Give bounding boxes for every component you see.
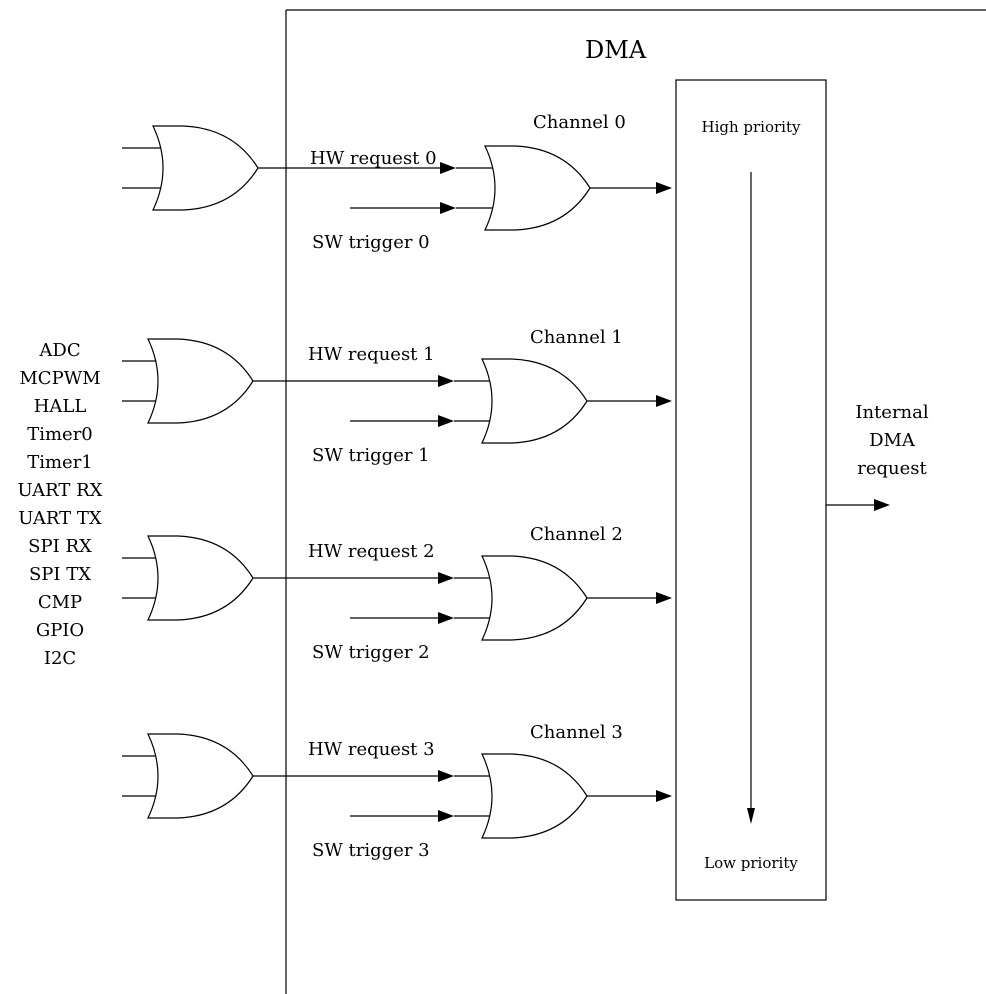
source-or-gate [147, 338, 254, 424]
sw-trigger-label: SW trigger 0 [312, 232, 430, 253]
priority-arrow-head [747, 808, 755, 824]
source-label: Timer1 [27, 452, 93, 473]
hw-request-label: HW request 2 [308, 541, 435, 562]
low-priority-label: Low priority [704, 854, 798, 872]
sw-trigger-label: SW trigger 3 [312, 840, 430, 861]
sw-trigger-arrow-head [440, 202, 456, 214]
high-priority-label: High priority [702, 118, 802, 136]
hw-request-label: HW request 0 [310, 148, 437, 169]
source-label: MCPWM [19, 368, 100, 389]
output-label-line-1: Internal [855, 402, 929, 423]
output-label-line-2: DMA [869, 430, 916, 451]
channel-label: Channel 1 [530, 327, 623, 348]
hw-request-arrow-head [440, 162, 456, 174]
channel-or-gate [484, 145, 591, 231]
hw-request-arrow-head [438, 770, 454, 782]
hw-request-arrow-head [438, 572, 454, 584]
output-arrow-head [874, 499, 890, 511]
sw-trigger-label: SW trigger 1 [312, 445, 430, 466]
source-label: CMP [38, 592, 82, 613]
source-label: UART RX [18, 480, 103, 501]
sw-trigger-arrow-head [438, 810, 454, 822]
channel-or-gate [481, 358, 588, 444]
hw-request-label: HW request 3 [308, 739, 435, 760]
output-label-line-3: request [857, 458, 927, 479]
channel-3: HW request 3 SW trigger 3 Channel 3 [122, 722, 672, 861]
source-or-gate [147, 535, 254, 621]
priority-arbiter-box [675, 79, 827, 901]
channel-1: HW request 1 SW trigger 1 Channel 1 [122, 327, 672, 466]
source-label: GPIO [36, 620, 84, 641]
channel-2: HW request 2 SW trigger 2 Channel 2 [122, 524, 672, 663]
dma-title: DMA [585, 36, 647, 64]
source-label: ADC [38, 340, 80, 361]
channel-or-gate [481, 753, 588, 839]
channel-0: HW request 0 SW trigger 0 Channel 0 [122, 112, 672, 253]
hw-request-label: HW request 1 [308, 344, 435, 365]
source-label: SPI TX [29, 564, 91, 585]
source-label: Timer0 [27, 424, 93, 445]
channel-output-arrow-head [656, 395, 672, 407]
channel-or-gate [481, 555, 588, 641]
channel-output-arrow-head [656, 182, 672, 194]
channel-output-arrow-head [656, 592, 672, 604]
channel-label: Channel 3 [530, 722, 623, 743]
sw-trigger-label: SW trigger 2 [312, 642, 430, 663]
channel-output-arrow-head [656, 790, 672, 802]
source-or-gate [152, 125, 259, 211]
source-or-gate [147, 733, 254, 819]
channel-label: Channel 0 [533, 112, 626, 133]
source-label: HALL [34, 396, 87, 417]
source-label: UART TX [18, 508, 102, 529]
hw-request-arrow-head [438, 375, 454, 387]
sw-trigger-arrow-head [438, 415, 454, 427]
request-source-list: ADC MCPWM HALL Timer0 Timer1 UART RX UAR… [18, 340, 103, 669]
channel-label: Channel 2 [530, 524, 623, 545]
sw-trigger-arrow-head [438, 612, 454, 624]
source-label: SPI RX [28, 536, 92, 557]
source-label: I2C [44, 648, 76, 669]
